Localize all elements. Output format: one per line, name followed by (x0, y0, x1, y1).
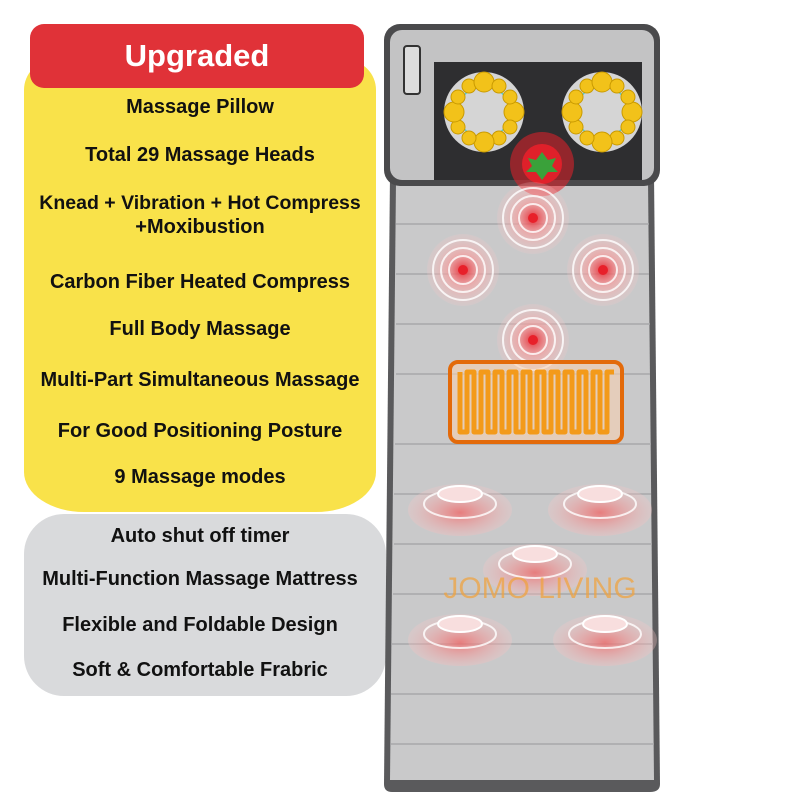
feature-line: Multi-Part Simultaneous Massage (40, 369, 360, 391)
feature-line: Massage Pillow (126, 96, 274, 118)
feature-panel-yellow (24, 60, 376, 512)
massage-node (568, 89, 584, 105)
feature-line: Soft & Comfortable Frabric (72, 659, 328, 681)
massage-node (620, 119, 636, 135)
massage-nodes (443, 71, 643, 153)
massage-node (461, 130, 477, 146)
feature-line: Auto shut off timer (110, 525, 290, 547)
massage-node (502, 89, 518, 105)
feature-line: Flexible and Foldable Design (62, 614, 338, 636)
feature-line: Full Body Massage (109, 318, 291, 340)
moxibustion-heat-icon (510, 132, 574, 196)
heat-ripple (497, 182, 569, 254)
massage-node (591, 71, 613, 93)
massage-node (450, 89, 466, 105)
massage-pad (408, 614, 512, 666)
upgraded-badge: Upgraded (30, 24, 364, 88)
massage-pad (553, 614, 657, 666)
feature-line: Total 29 Massage Heads (85, 144, 315, 166)
massage-mattress-illustration: JOMO LIVING (384, 24, 660, 792)
lower-massage-pads (408, 484, 657, 666)
watermark: JOMO LIVING (443, 572, 636, 605)
massage-node (620, 89, 636, 105)
feature-line: Multi-Function Massage Mattress (42, 568, 358, 590)
massage-node (579, 130, 595, 146)
massage-node (621, 101, 643, 123)
massage-pad (548, 484, 652, 536)
feature-line: +Moxibustion (135, 216, 265, 238)
feature-panel-gray (24, 514, 386, 696)
massage-pad (408, 484, 512, 536)
massage-node (502, 119, 518, 135)
massage-node (609, 78, 625, 94)
massage-node (591, 131, 613, 153)
heat-ripple (567, 234, 639, 306)
massage-node (491, 78, 507, 94)
controller-buttons-icon (403, 45, 421, 95)
massage-node (561, 101, 583, 123)
massage-node (443, 101, 465, 123)
massage-node (503, 101, 525, 123)
feature-line: For Good Positioning Posture (57, 420, 343, 442)
carbon-fiber-heater (448, 360, 624, 444)
feature-line: 9 Massage modes (114, 466, 286, 488)
heat-ripple (427, 234, 499, 306)
feature-line: Knead + Vibration + Hot Compress (39, 192, 361, 214)
massage-node (473, 131, 495, 153)
massage-pad (483, 544, 587, 596)
massage-node (473, 71, 495, 93)
feature-line: Carbon Fiber Heated Compress (49, 271, 351, 293)
heat-ripples (427, 182, 639, 376)
